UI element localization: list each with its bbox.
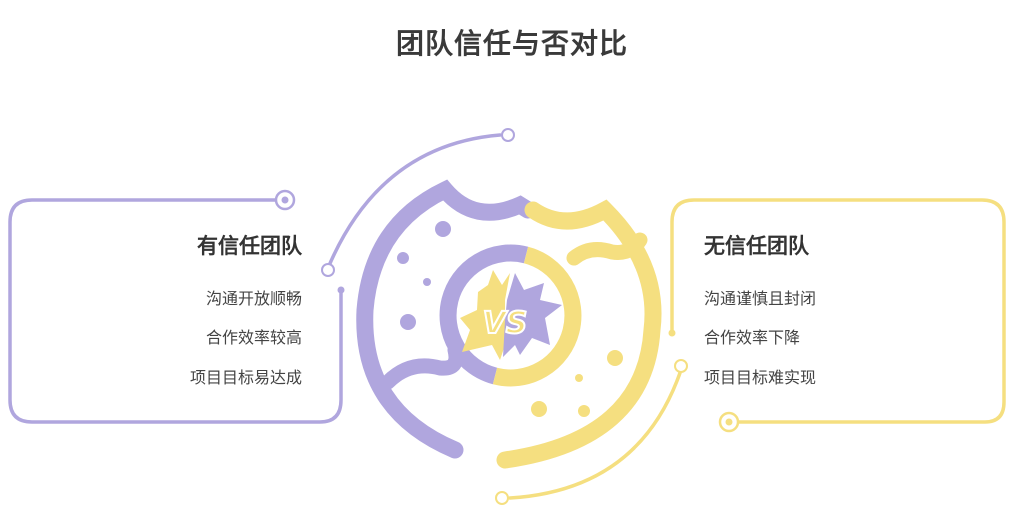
left-card-item: 沟通开放顺畅: [205, 289, 302, 308]
left-outer-arc: [326, 133, 502, 270]
left-card-item: 合作效率较高: [205, 328, 302, 347]
left-card-frame: [8, 198, 343, 424]
yellow-sprinkles: [531, 350, 623, 417]
vs-badge-icon: VS: [460, 270, 562, 360]
left-card: 有信任团队 沟通开放顺畅 合作效率较高 项目目标易达成: [40, 230, 302, 390]
right-card-item: 沟通谨慎且封闭: [704, 289, 817, 308]
left-card-heading: 有信任团队: [197, 234, 302, 258]
right-card-frame: [670, 198, 1006, 424]
svg-text:VS: VS: [483, 306, 528, 341]
purple-sprinkles: [397, 221, 451, 330]
left-card-item: 项目目标易达成: [189, 368, 302, 387]
right-card-item: 项目目标难实现: [704, 368, 817, 387]
right-card: 无信任团队 沟通谨慎且封闭 合作效率下降 项目目标难实现: [704, 230, 984, 390]
right-outer-arc: [508, 368, 683, 500]
right-card-item: 合作效率下降: [704, 328, 801, 347]
right-card-heading: 无信任团队: [704, 234, 809, 258]
page-title: 团队信任与否对比: [395, 27, 628, 60]
